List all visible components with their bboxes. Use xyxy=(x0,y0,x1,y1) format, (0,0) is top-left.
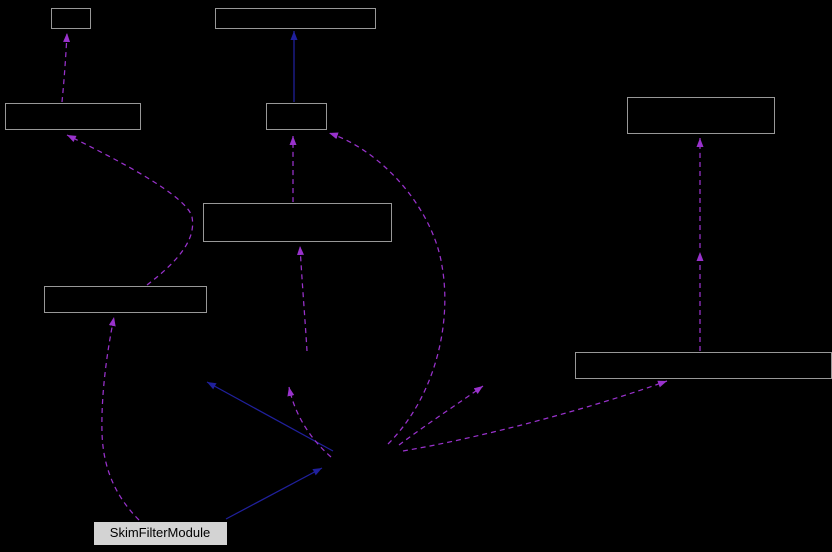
node-right-top[interactable] xyxy=(627,97,775,134)
edge-usage-left-to-topleft xyxy=(61,32,71,103)
node-left-mid[interactable] xyxy=(44,286,207,313)
node-main xyxy=(93,521,228,546)
edge-usage-hub-up xyxy=(287,386,332,458)
edges-layer xyxy=(61,31,704,521)
node-center[interactable] xyxy=(266,103,327,130)
edge-usage-hub-to-right-bottom xyxy=(402,380,668,452)
nodes-layer xyxy=(5,8,832,546)
node-top-center[interactable] xyxy=(215,8,376,29)
node-right-bottom[interactable] xyxy=(575,352,832,379)
node-top-left[interactable] xyxy=(51,8,91,29)
edge-usage-leftmid-to-left xyxy=(66,134,194,286)
edge-usage-main-to-leftmid xyxy=(101,316,140,521)
edge-usage-arc-to-center xyxy=(328,132,446,445)
edge-usage-mid-to-centermid xyxy=(297,245,308,352)
edge-inherit-main-up-right xyxy=(225,467,323,520)
node-center-mid[interactable] xyxy=(203,203,392,242)
node-left[interactable] xyxy=(5,103,141,130)
edge-inherit-mid-up-left xyxy=(206,381,334,452)
edge-usage-hub-up-right xyxy=(398,385,484,446)
